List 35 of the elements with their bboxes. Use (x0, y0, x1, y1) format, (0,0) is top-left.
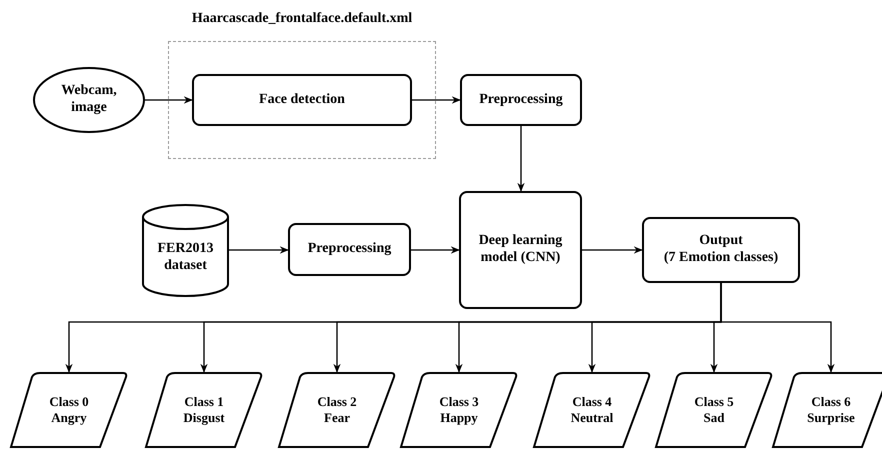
arrow (517, 126, 525, 192)
node-label: Happy (440, 410, 478, 426)
arrow (411, 246, 460, 254)
node-label: FER2013 dataset (156, 240, 214, 274)
node-label: Angry (51, 410, 87, 426)
process-box (460, 74, 582, 126)
node-label: Class 0 (49, 394, 89, 410)
node-label: Webcam, image (60, 83, 118, 117)
arrow (412, 96, 461, 104)
arrow (720, 283, 835, 373)
node-label: Class 5 (694, 394, 734, 410)
group-title: Haarcascade_frontalface.default.xml (190, 10, 414, 28)
process-box (642, 217, 800, 283)
process-box (459, 191, 582, 309)
node-label: Fear (324, 410, 350, 426)
node-label: Class 4 (572, 394, 612, 410)
node-label: Sad (704, 410, 724, 426)
node-label: Surprise (807, 410, 855, 426)
process-box (288, 223, 411, 276)
node-label: Preprocessing (479, 92, 563, 108)
node-label: Deep learning model (CNN) (478, 233, 564, 267)
node-label: Output (699, 233, 743, 250)
arrow (582, 246, 643, 254)
arrow (145, 96, 193, 104)
node-label: (7 Emotion classes) (664, 250, 778, 267)
node-label: Face detection (259, 92, 345, 108)
node-label: Class 6 (811, 394, 851, 410)
node-label: Class 3 (439, 394, 479, 410)
arrow (229, 246, 289, 254)
node-label: Class 1 (184, 394, 224, 410)
node-label: Disgust (183, 410, 225, 426)
node-label: Neutral (570, 410, 614, 426)
node-label: Class 2 (317, 394, 357, 410)
process-box (192, 74, 412, 126)
node-label: Preprocessing (308, 241, 392, 258)
